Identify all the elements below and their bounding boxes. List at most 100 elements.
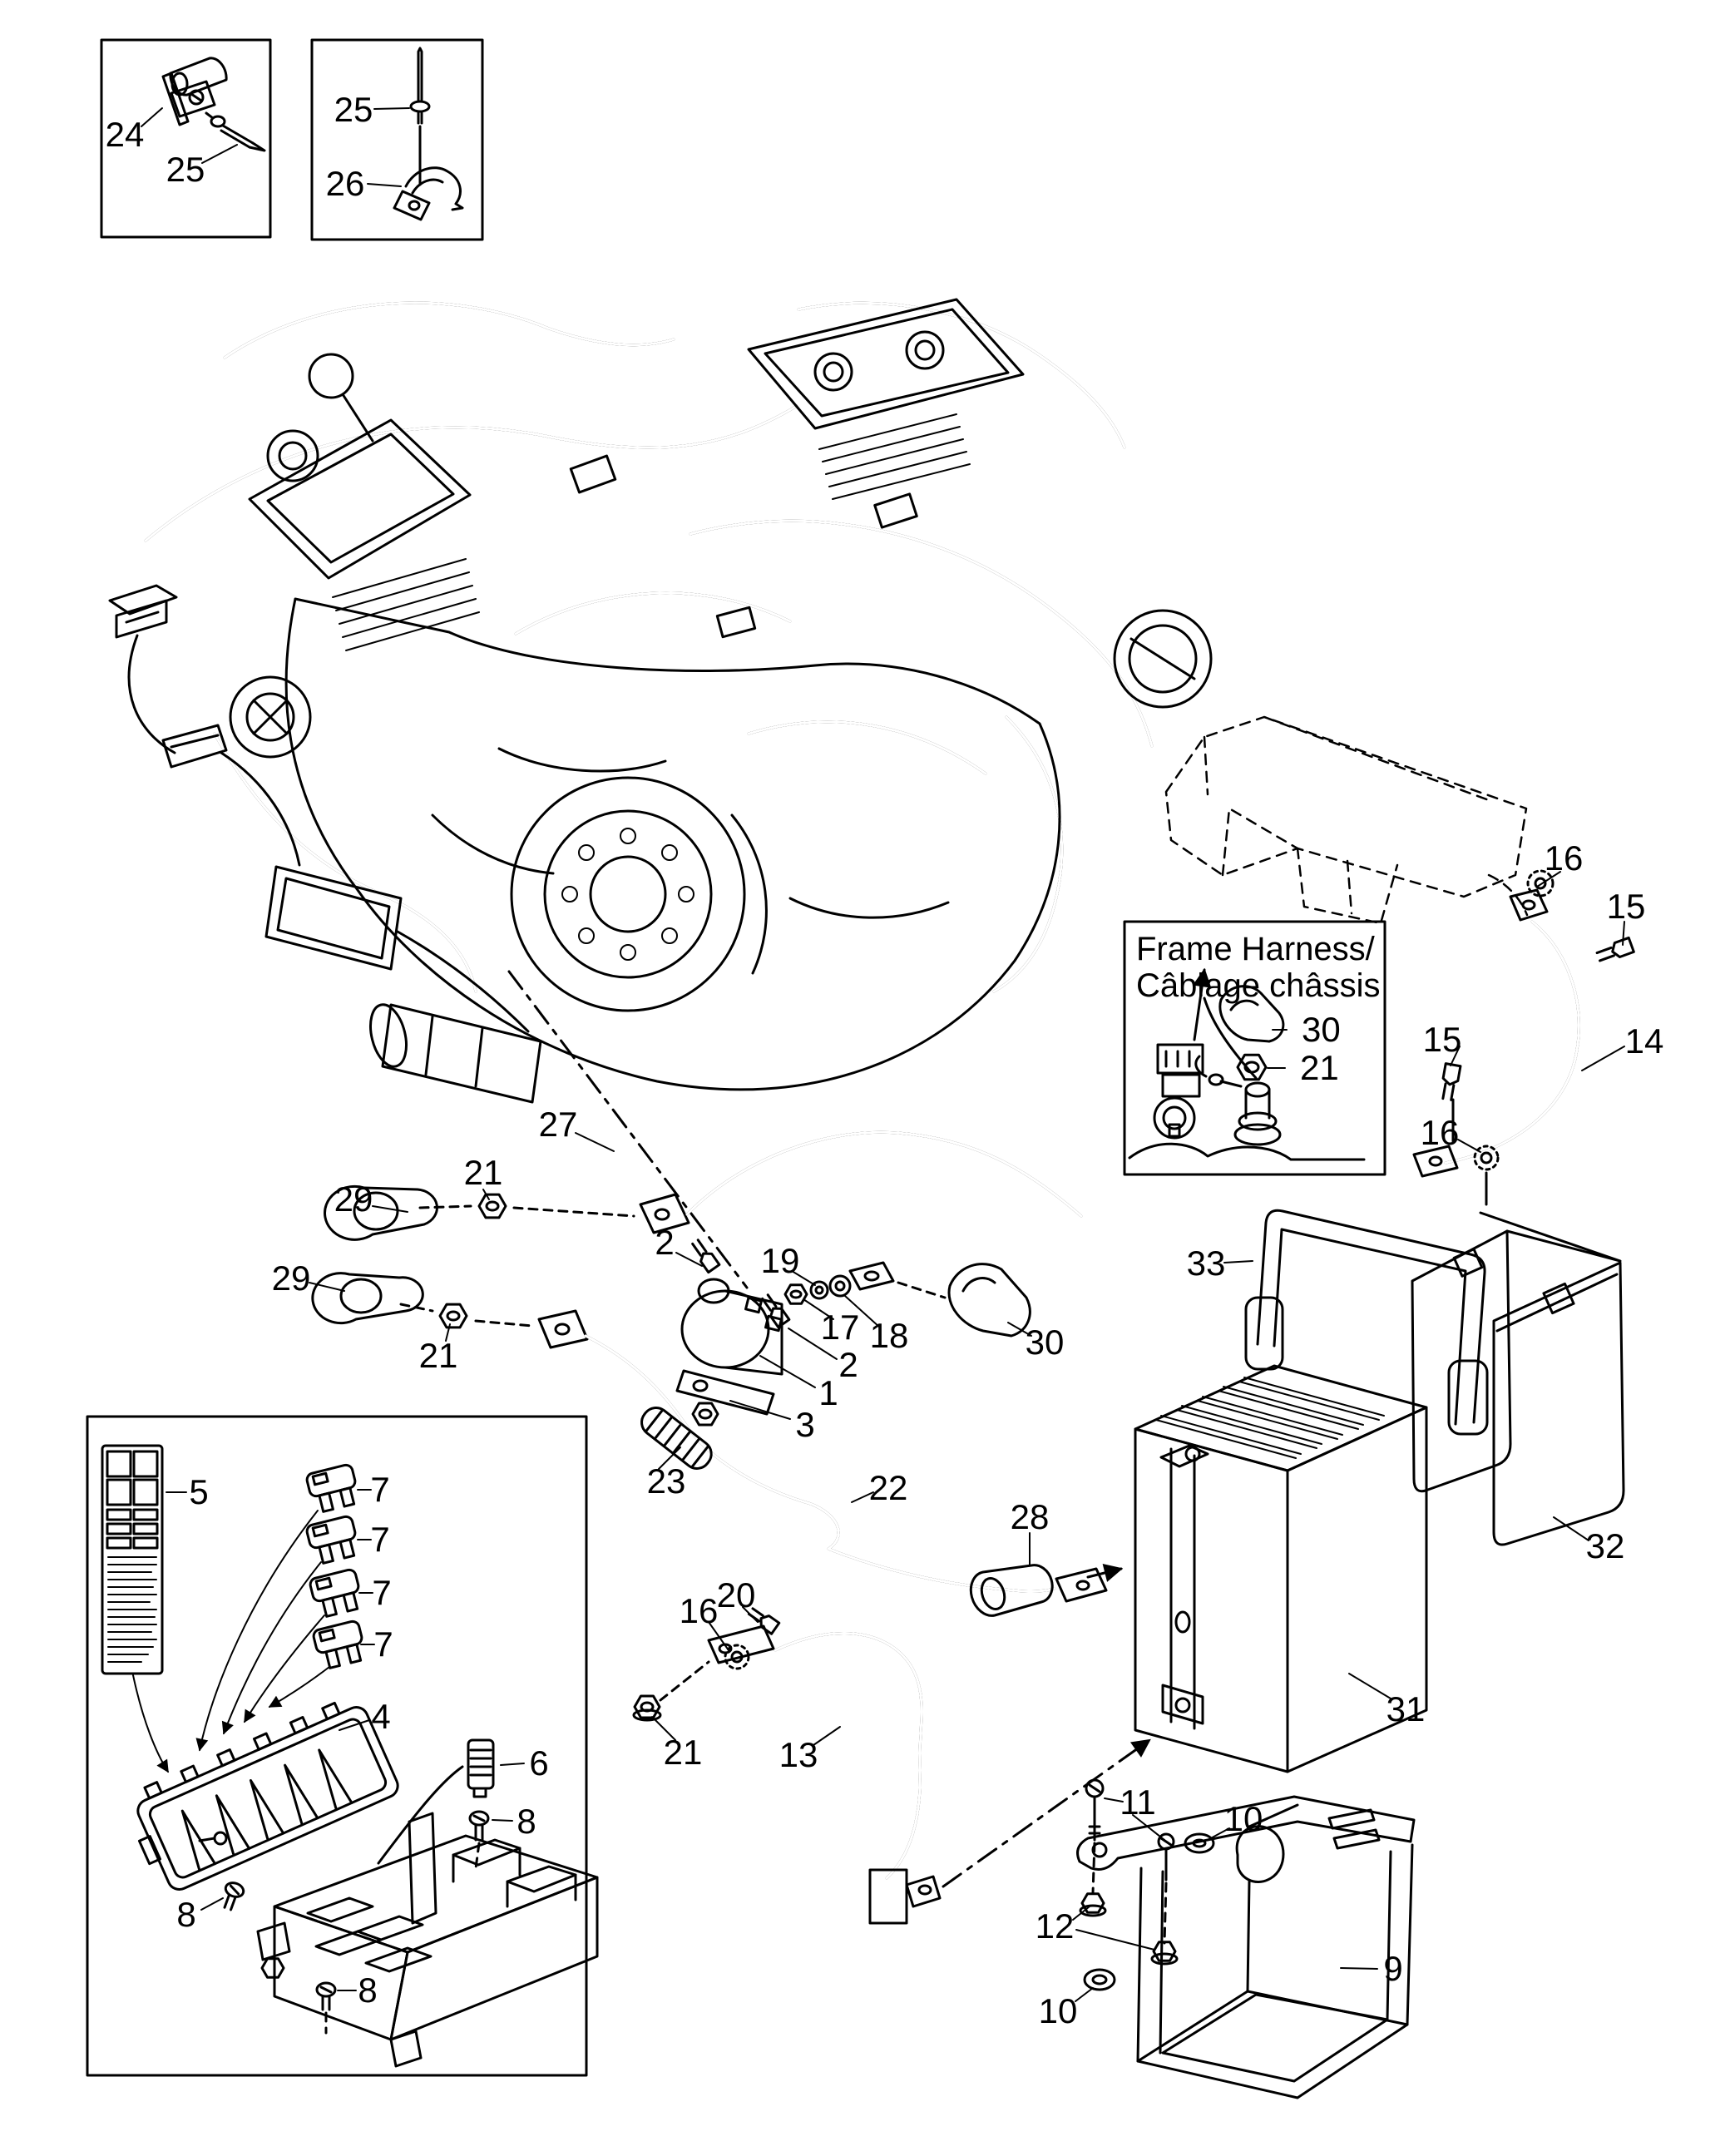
washer-10b-icon: [1083, 1968, 1116, 1991]
callout-17: 17: [821, 1308, 860, 1347]
callout-16a: 16: [1545, 838, 1584, 878]
bolt-11-icon: [1085, 1778, 1105, 1895]
nut-12a-icon: [1079, 1892, 1107, 1917]
install-arrows: [132, 1510, 330, 1773]
frame-harness-title-line1: Frame Harness/: [1136, 931, 1376, 967]
battery-strap-icon: [1244, 1209, 1489, 1436]
callout-labels: 24 25 25 26 16 15 14 15 16 30 21 27 29 2…: [106, 90, 1664, 2030]
battery-icon: [1134, 1364, 1428, 1773]
nut-17-icon: [783, 1283, 808, 1305]
nut-3-icon: [691, 1402, 719, 1427]
nut-21b-icon: [438, 1303, 468, 1329]
sleeve-23-icon: [640, 1406, 713, 1470]
callout-24: 24: [106, 115, 145, 154]
fusebox-body-icon: [256, 1765, 599, 2068]
callout-21-box: 21: [1300, 1048, 1339, 1087]
screw-8c-icon: [315, 1981, 337, 2035]
bolt-15b-icon: [1441, 1062, 1462, 1101]
callout-16b: 16: [1421, 1113, 1460, 1152]
boot-30-icon: [947, 1263, 1031, 1338]
callout-3: 3: [795, 1405, 814, 1444]
screw-8b-icon: [223, 1882, 245, 1911]
callout-20: 20: [717, 1575, 756, 1615]
fuse-decal-icon: [101, 1444, 164, 1675]
nut-21c-icon: [632, 1694, 662, 1722]
nut-12b-icon: [1150, 1941, 1179, 1966]
callout-4: 4: [371, 1697, 390, 1736]
callout-32: 32: [1586, 1526, 1625, 1565]
bolt-2a-icon: [691, 1239, 721, 1274]
callout-15b: 15: [1423, 1020, 1462, 1059]
callout-21c: 21: [664, 1733, 703, 1772]
callout-9: 9: [1383, 1949, 1402, 1988]
callout-22: 22: [869, 1468, 908, 1507]
bolt-15-icon: [1595, 936, 1635, 962]
frame-harness-title-line2: Câblage châssis: [1136, 967, 1381, 1004]
engine-harness-connectors: [108, 584, 530, 1033]
starter-solenoid-icon: [675, 1278, 783, 1416]
battery-tray-illustration: [1076, 1778, 1416, 2099]
callout-7d: 7: [373, 1624, 393, 1664]
callout-5: 5: [189, 1472, 208, 1511]
inset-box-clamp-rivet: [100, 38, 272, 239]
callout-23: 23: [647, 1461, 686, 1501]
callout-21a: 21: [464, 1153, 503, 1192]
callout-18: 18: [870, 1316, 909, 1355]
callout-7c: 7: [372, 1573, 391, 1612]
callout-2b: 2: [838, 1345, 858, 1384]
boot-29a-icon: [324, 1184, 438, 1241]
cylinder-fins-right: [818, 413, 971, 500]
callout-12: 12: [1036, 1906, 1075, 1946]
frame-harness-callout-box: [1123, 920, 1386, 1176]
battery-illustration: [1134, 1209, 1625, 1773]
callout-6: 6: [529, 1743, 548, 1783]
callout-8c: 8: [358, 1971, 377, 2010]
washer-19-icon: [809, 1280, 829, 1300]
fusebox-cover-icon: [136, 1701, 399, 1891]
clamp-icon: [161, 57, 228, 126]
callout-15a: 15: [1607, 887, 1646, 926]
callout-7b: 7: [370, 1520, 389, 1559]
callout-8a: 8: [517, 1802, 536, 1841]
boot-29b-icon: [311, 1272, 424, 1325]
callout-29b: 29: [272, 1258, 311, 1298]
terminal-lug-icon: [848, 1261, 895, 1291]
callout-30-box: 30: [1302, 1010, 1341, 1049]
washer-16-icon: [724, 1644, 750, 1670]
callout-29a: 29: [334, 1179, 373, 1219]
leader-lines: [141, 107, 1625, 2002]
callout-11: 11: [1120, 1783, 1156, 1822]
callout-10a: 10: [1224, 1799, 1263, 1838]
callout-19: 19: [761, 1241, 800, 1280]
inset-box-rivet-clamp: [310, 38, 484, 241]
clamp26-icon: [393, 166, 464, 221]
rivet-vertical-icon: [409, 47, 431, 186]
callout-25a: 25: [166, 150, 205, 189]
bolt-2b-icon: [761, 1293, 791, 1329]
frame-bracket-illustration: [1164, 715, 1529, 925]
ground-cable-illustration: [1412, 869, 1635, 1206]
cylinder-fins-left: [332, 558, 480, 651]
callout-21b: 21: [419, 1336, 458, 1375]
callout-33: 33: [1187, 1244, 1226, 1283]
nut-21a-icon: [477, 1193, 507, 1219]
callout-28: 28: [1011, 1497, 1050, 1536]
callout-27: 27: [539, 1105, 578, 1144]
callout-25b: 25: [334, 90, 373, 129]
callout-13: 13: [779, 1735, 818, 1774]
callout-10b: 10: [1039, 1991, 1078, 2030]
callout-26: 26: [326, 164, 365, 203]
callout-16c: 16: [680, 1591, 719, 1630]
engine-illustration: [108, 298, 1213, 1289]
fuse-icons: [305, 1463, 363, 1669]
callout-31: 31: [1386, 1689, 1426, 1728]
battery-positive-boot: [969, 1563, 1124, 1617]
bolt-11b-icon: [1157, 1832, 1175, 1945]
rivet-icon: [205, 111, 266, 152]
frame-harness-sketch: [1128, 967, 1366, 1161]
callout-8b: 8: [176, 1895, 195, 1934]
relay-6-icon: [467, 1738, 495, 1798]
callout-14: 14: [1625, 1021, 1664, 1061]
washer-18-icon: [828, 1274, 852, 1298]
